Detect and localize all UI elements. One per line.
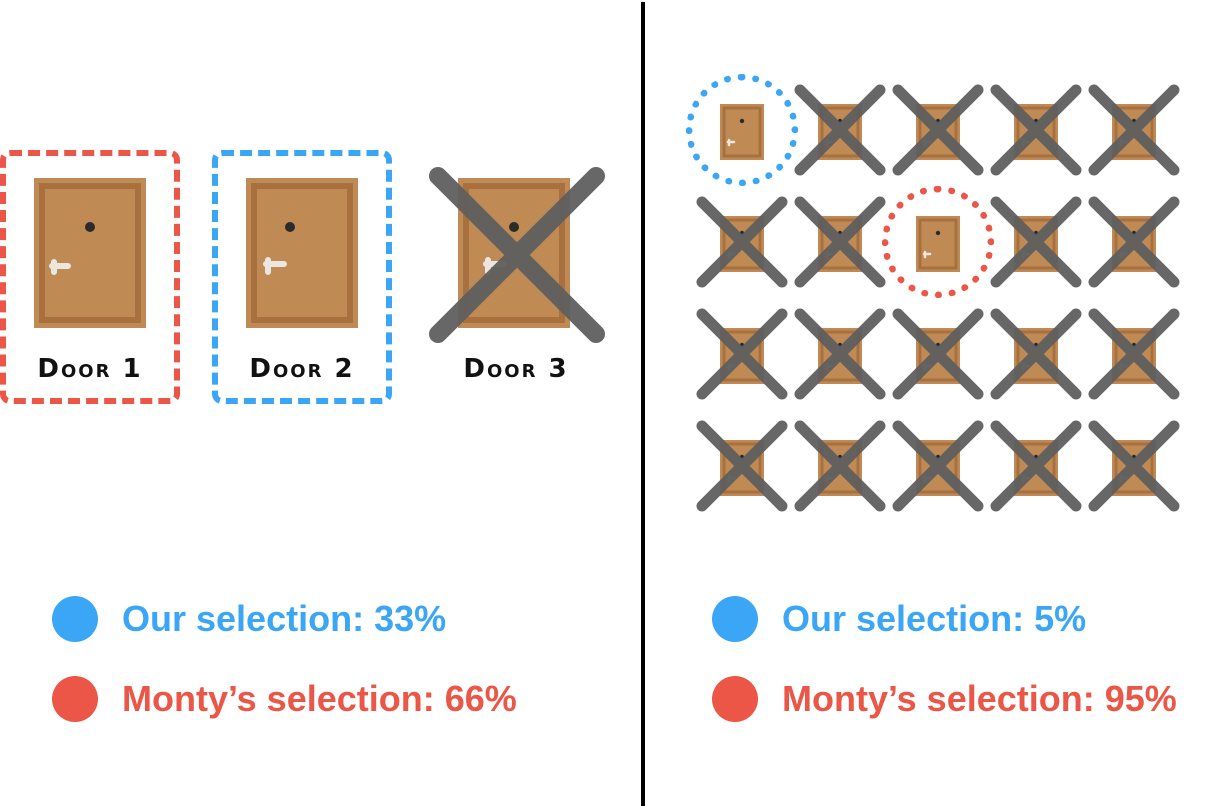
legend-label: Monty’s selection: [782,678,1105,719]
legend-value: 33% [374,598,447,639]
legend-monty-selection-right: Monty’s selection: 95% [712,676,1177,722]
door-eliminated-icon[interactable] [1084,304,1184,404]
legend-our-selection-right: Our selection: 5% [712,596,1086,642]
door-eliminated-icon[interactable] [790,192,890,292]
door-eliminated-icon[interactable] [888,416,988,516]
door-eliminated-icon[interactable] [986,416,1086,516]
our-selection-circle [686,74,798,186]
door-3-eliminated-cross-icon [429,167,605,343]
legend-label: Monty’s selection: [122,678,445,719]
legend-monty-selection-left: Monty’s selection: 66% [52,676,517,722]
legend-value: 66% [444,678,517,719]
blue-dot-icon [712,596,758,642]
door-eliminated-icon[interactable] [692,304,792,404]
door-1-selection-box [0,150,180,404]
door-eliminated-icon[interactable] [692,192,792,292]
door-1-icon[interactable] [34,178,146,328]
red-dot-icon [712,676,758,722]
door-2-icon[interactable] [246,178,358,328]
legend-value: 5% [1034,598,1087,639]
door-eliminated-icon[interactable] [888,304,988,404]
door-eliminated-icon[interactable] [986,192,1086,292]
divider-line [641,2,645,806]
monty-selection-circle [882,186,994,298]
door-3-label: Door 3 [463,354,569,384]
legend-label: Our selection: [122,598,375,639]
door-2-selection-box [212,150,392,404]
legend-our-selection-left: Our selection: 33% [52,596,446,642]
legend-label: Our selection: [782,598,1035,639]
door-eliminated-icon[interactable] [986,80,1086,180]
door-eliminated-icon[interactable] [1084,416,1184,516]
door-eliminated-icon[interactable] [692,416,792,516]
door-eliminated-icon[interactable] [986,304,1086,404]
legend-value: 95% [1104,678,1177,719]
door-eliminated-icon[interactable] [888,80,988,180]
blue-dot-icon [52,596,98,642]
door-1-label: Door 1 [37,354,143,384]
door-eliminated-icon[interactable] [1084,192,1184,292]
door-eliminated-icon[interactable] [1084,80,1184,180]
door-eliminated-icon[interactable] [790,416,890,516]
red-dot-icon [52,676,98,722]
door-eliminated-icon[interactable] [790,80,890,180]
door-2-label: Door 2 [249,354,355,384]
door-eliminated-icon[interactable] [790,304,890,404]
